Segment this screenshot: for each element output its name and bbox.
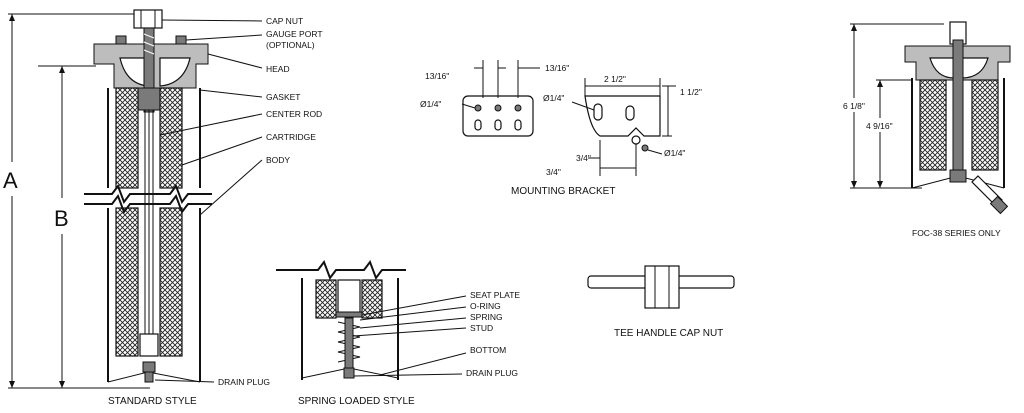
- standard-style-caption: STANDARD STYLE: [108, 396, 197, 407]
- o-ring-label: O-RING: [470, 301, 501, 311]
- bottom-label: BOTTOM: [470, 345, 506, 355]
- seat-plate-shape: [335, 311, 363, 318]
- bracket-dim-2-1-2: 2 1/2": [604, 74, 626, 84]
- stud-shape: [344, 317, 354, 371]
- dimension-a-label: A: [3, 168, 18, 193]
- bracket-dim-1-1-2: 1 1/2": [680, 87, 702, 97]
- cap-nut-label: CAP NUT: [266, 16, 303, 26]
- dimension-b: B: [38, 65, 96, 388]
- cartridge-right-lower: [159, 207, 183, 357]
- cap-nut-shape: [133, 9, 163, 29]
- tee-handle-caption: TEE HANDLE CAP NUT: [614, 328, 723, 339]
- gauge-port-optional-label: (OPTIONAL): [266, 40, 315, 50]
- mounting-bracket-caption: MOUNTING BRACKET: [511, 186, 615, 197]
- foc-dim-4-9-16: 4 9/16": [866, 121, 893, 131]
- head-label: HEAD: [266, 64, 290, 74]
- bracket-hole-dia-lower: Ø1/4": [664, 148, 685, 158]
- spring-loaded-style-view: SEAT PLATE O-RING SPRING STUD BOTTOM DRA…: [276, 259, 520, 407]
- cartridge-left-lower: [115, 207, 139, 357]
- cartridge-left-upper: [115, 87, 139, 189]
- spring-label: SPRING: [470, 312, 503, 322]
- bracket-dim-3-4-upper: 3/4": [576, 153, 591, 163]
- bracket-dim-13-16-left: 13/16": [425, 71, 449, 81]
- seat-plate-label: SEAT PLATE: [470, 290, 520, 300]
- spring-loaded-caption: SPRING LOADED STYLE: [298, 396, 415, 407]
- gasket-label: GASKET: [266, 92, 300, 102]
- foc-dim-6-1-8: 6 1/8": [843, 101, 865, 111]
- cartridge-right-upper: [159, 87, 183, 189]
- dimension-b-label: B: [54, 206, 69, 231]
- dimension-a: A: [3, 13, 150, 389]
- foc-38-view: 6 1/8" 4 9/16" FOC-38 SERIES ONLY: [843, 21, 1011, 238]
- bracket-hole-dia-right: Ø1/4": [543, 93, 564, 103]
- body-label: BODY: [266, 155, 290, 165]
- mounting-bracket-view: 13/16" 13/16" Ø1/4" 2 1/2" 1 1/2" Ø1/4" …: [420, 60, 702, 197]
- bracket-dim-3-4-lower: 3/4": [546, 167, 561, 177]
- tee-handle-cap-nut-view: TEE HANDLE CAP NUT: [587, 265, 735, 339]
- center-rod-label: CENTER ROD: [266, 109, 322, 119]
- spring-drain-plug-label: DRAIN PLUG: [466, 368, 518, 378]
- cartridge-label: CARTRIDGE: [266, 132, 316, 142]
- standard-style-view: A B: [3, 9, 323, 407]
- tee-handle-nut-shape: [644, 265, 680, 309]
- drain-plug-shape: [144, 371, 154, 383]
- bracket-hole-dia-left: Ø1/4": [420, 99, 441, 109]
- stud-label: STUD: [470, 323, 493, 333]
- bracket-side-plate: [584, 95, 661, 137]
- foc-38-caption: FOC-38 SERIES ONLY: [912, 228, 1001, 238]
- bracket-dim-13-16-right: 13/16": [545, 63, 569, 73]
- gauge-port-label: GAUGE PORT: [266, 29, 323, 39]
- drain-plug-label: DRAIN PLUG: [218, 377, 270, 387]
